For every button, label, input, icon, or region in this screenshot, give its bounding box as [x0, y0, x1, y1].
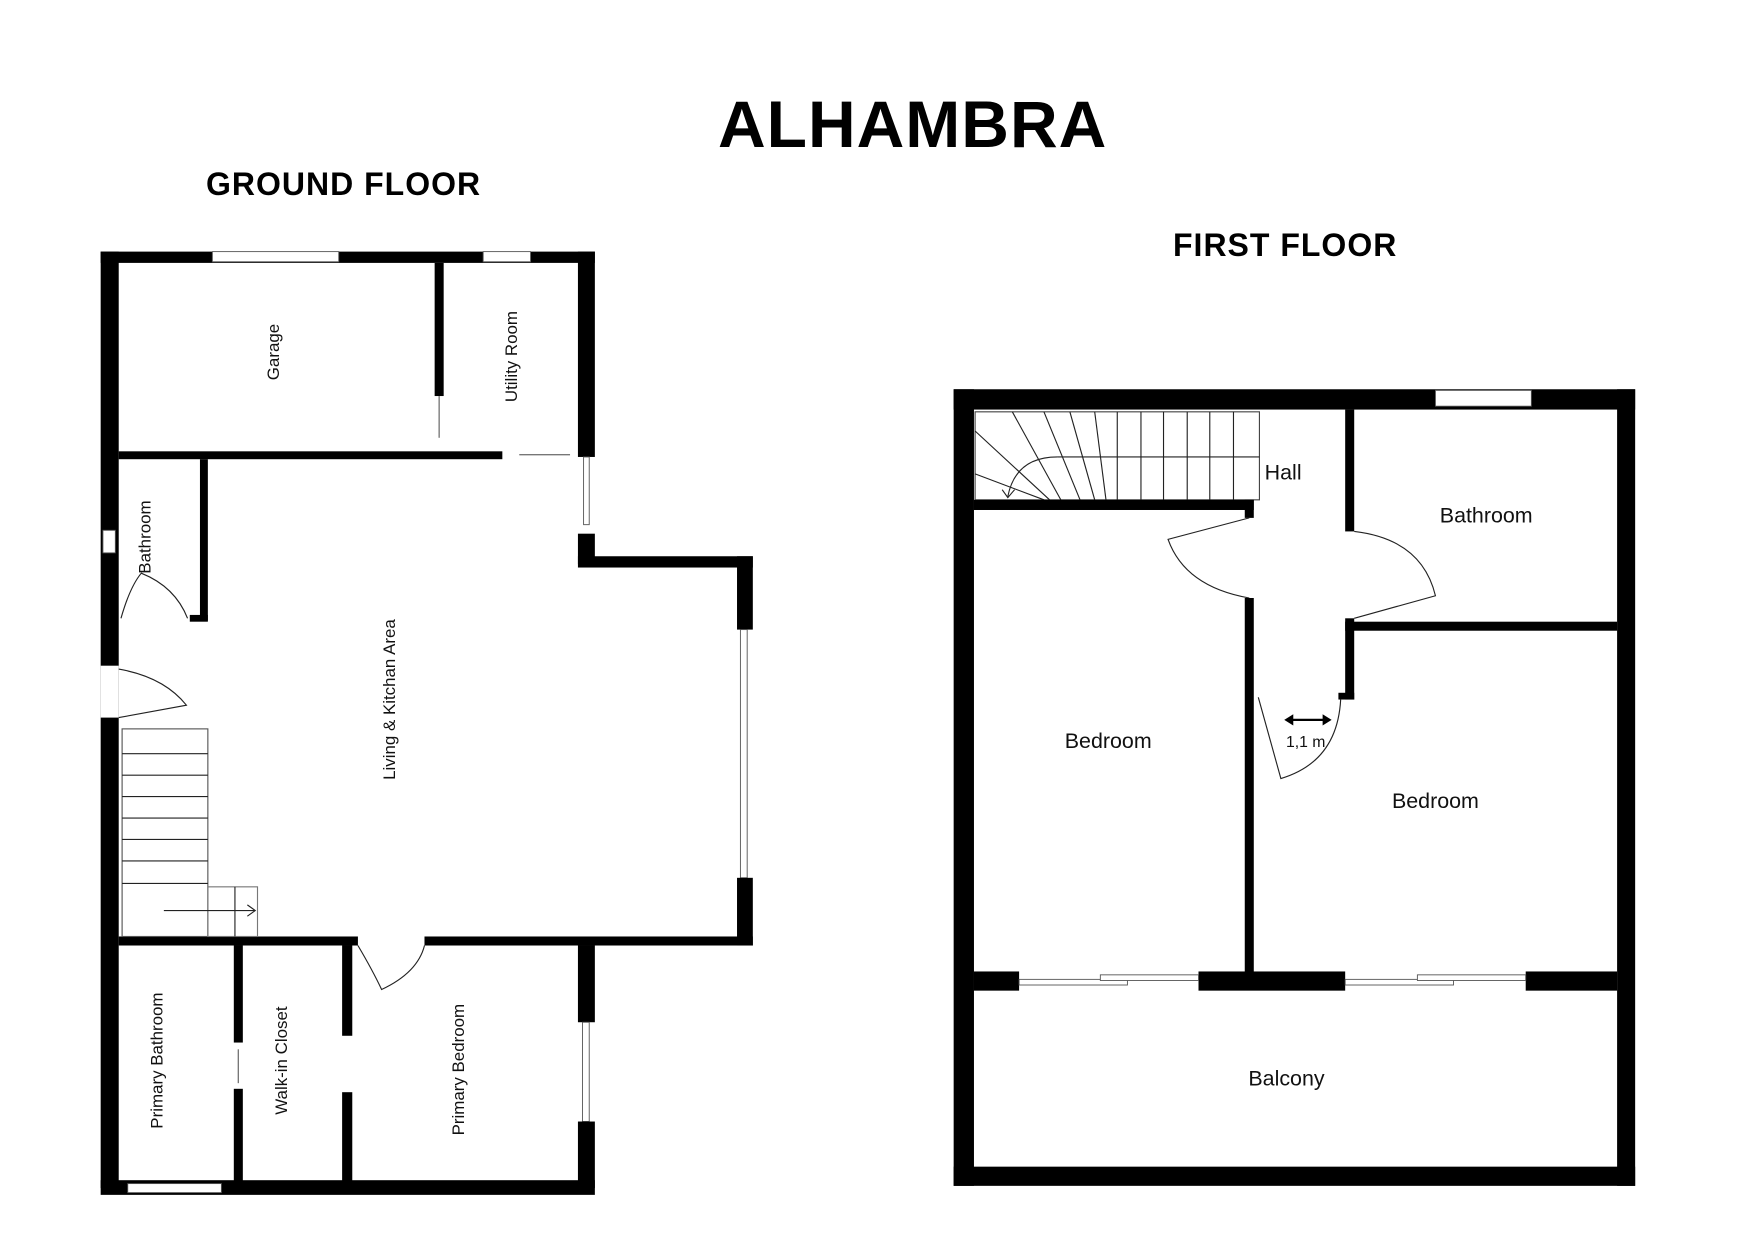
ground-floor-title: GROUND FLOOR — [206, 166, 482, 202]
stairs — [974, 411, 1260, 501]
window — [211, 251, 340, 263]
wall — [577, 556, 753, 568]
wall — [737, 877, 753, 946]
entrance-opening — [100, 665, 119, 718]
window — [102, 529, 116, 554]
entrance-door — [118, 668, 188, 719]
sliding-window — [739, 629, 748, 879]
room-label-primary-bathroom: Primary Bathroom — [148, 992, 167, 1128]
wall — [118, 451, 503, 460]
room-label-bedroom-right: Bedroom — [1392, 789, 1479, 813]
dimension-arrow-icon — [1284, 714, 1332, 726]
wall — [973, 971, 1020, 991]
wall — [1244, 499, 1254, 518]
wall — [424, 936, 753, 946]
room-label-bathroom: Bathroom — [1440, 503, 1533, 527]
door-width-label: 1,1 m — [1286, 734, 1325, 751]
wall — [342, 1092, 353, 1189]
room-label-walk-in-closet: Walk-in Closet — [272, 1006, 291, 1115]
wall — [577, 945, 595, 1023]
window — [127, 1183, 222, 1194]
wall — [973, 499, 1254, 510]
wall — [1345, 409, 1355, 532]
wall — [953, 389, 1636, 410]
wall — [577, 1121, 595, 1189]
wall — [1617, 389, 1636, 1186]
room-label-living-kitchen: Living & Kitchan Area — [380, 619, 399, 780]
door-opening — [583, 456, 590, 526]
wall — [233, 945, 243, 1043]
room-label-utility-room: Utility Room — [502, 311, 521, 402]
sliding-door — [1344, 974, 1527, 986]
wall — [1345, 621, 1618, 631]
room-label-bathroom: Bathroom — [135, 500, 154, 573]
wall — [199, 459, 208, 621]
room-label-garage: Garage — [264, 324, 283, 380]
stairs — [121, 728, 259, 938]
wall — [1198, 971, 1346, 991]
wall — [1345, 618, 1355, 700]
wall — [737, 556, 753, 630]
wall — [577, 251, 595, 457]
bathroom-door — [120, 572, 189, 619]
bedroom-door — [1167, 517, 1250, 599]
wall — [953, 1166, 1636, 1186]
first-floor-title: FIRST FLOOR — [1173, 227, 1398, 263]
first-floor-plan: 1,1 m Hall Bathroom Bedroom Bedroom Balc… — [953, 389, 1636, 1186]
wall — [953, 389, 974, 1186]
wall — [189, 614, 208, 622]
room-label-bedroom-left: Bedroom — [1065, 729, 1152, 753]
wall — [1525, 971, 1618, 991]
wall — [100, 1180, 595, 1195]
arrow-icon — [1007, 456, 1058, 497]
window — [482, 251, 531, 263]
plan-title: ALHAMBRA — [718, 87, 1108, 161]
wall — [233, 1088, 243, 1189]
room-label-balcony: Balcony — [1248, 1066, 1324, 1090]
bedroom-door — [357, 945, 426, 991]
wall — [342, 945, 353, 1036]
sliding-door — [1018, 974, 1199, 986]
wall — [100, 251, 119, 1189]
wall — [1338, 692, 1355, 700]
room-label-primary-bedroom: Primary Bedroom — [449, 1004, 468, 1136]
wall — [434, 262, 444, 397]
bathroom-door — [1354, 530, 1437, 619]
window — [1434, 389, 1532, 407]
wall — [118, 936, 358, 946]
bedroom-door — [1257, 697, 1342, 780]
wall — [1244, 597, 1254, 975]
wall — [100, 251, 595, 263]
sliding-window — [581, 1021, 590, 1122]
ground-floor-plan: Garage Utility Room Bathroom Living & Ki… — [100, 251, 753, 1195]
room-label-hall: Hall — [1265, 461, 1302, 485]
